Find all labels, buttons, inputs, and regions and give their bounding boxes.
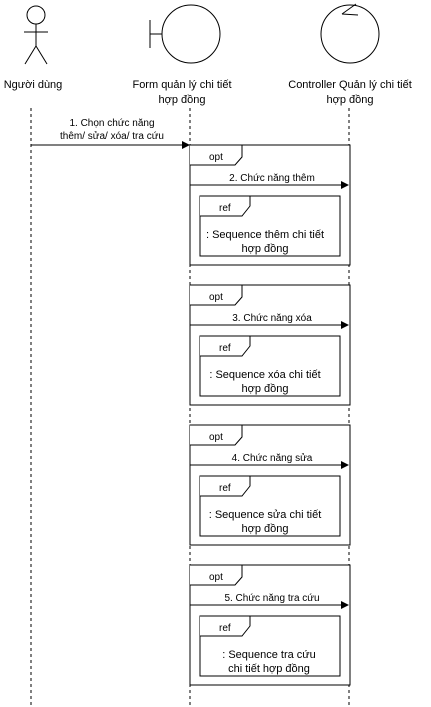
- boundary-form-label-line1: Form quản lý chi tiết: [132, 79, 231, 91]
- actor-user: [24, 5, 48, 65]
- ref-keyword-2: ref: [219, 343, 231, 354]
- ref-1-line1: : Sequence thêm chi tiết: [206, 229, 324, 241]
- opt-keyword-1: opt: [209, 152, 223, 163]
- opt-fragment-3: opt 4. Chức năng sửa ref : Sequence sửa …: [189, 424, 351, 546]
- ref-keyword-4: ref: [219, 623, 231, 634]
- opt-fragment-4: opt 5. Chức năng tra cứu ref : Sequence …: [189, 564, 351, 686]
- ref-2-line1: : Sequence xóa chi tiết: [209, 369, 320, 381]
- control-label-line2: hợp đồng: [327, 94, 374, 106]
- message-1-line2: thêm/ sửa/ xóa/ tra cứu: [60, 130, 164, 142]
- message-5: 5. Chức năng tra cứu: [224, 593, 319, 604]
- ref-1-line2: hợp đồng: [242, 243, 289, 255]
- message-4: 4. Chức năng sửa: [232, 452, 313, 464]
- ref-2-line2: hợp đồng: [242, 383, 289, 395]
- actor-user-label: Người dùng: [4, 79, 63, 91]
- message-1-line1: 1. Chọn chức năng: [69, 118, 154, 129]
- boundary-form-label-line2: hợp đồng: [159, 94, 206, 106]
- opt-keyword-4: opt: [209, 572, 223, 583]
- ref-4-line2: chi tiết hợp đồng: [228, 663, 310, 675]
- message-3: 3. Chức năng xóa: [232, 313, 312, 324]
- control-label-line1: Controller Quản lý chi tiết: [288, 79, 412, 91]
- opt-fragment-1: opt 2. Chức năng thêm ref : Sequence thê…: [189, 144, 351, 266]
- ref-4-line1: : Sequence tra cứu: [222, 649, 316, 661]
- opt-fragment-2: opt 3. Chức năng xóa ref : Sequence xóa …: [189, 284, 351, 406]
- ref-keyword-3: ref: [219, 483, 231, 494]
- message-2: 2. Chức năng thêm: [229, 173, 315, 184]
- ref-3-line1: : Sequence sửa chi tiết: [209, 509, 322, 521]
- opt-keyword-3: opt: [209, 432, 223, 443]
- boundary-form: [149, 4, 221, 64]
- ref-3-line2: hợp đồng: [242, 523, 289, 535]
- opt-keyword-2: opt: [209, 292, 223, 303]
- ref-keyword-1: ref: [219, 203, 231, 214]
- control-controller: [320, 3, 380, 64]
